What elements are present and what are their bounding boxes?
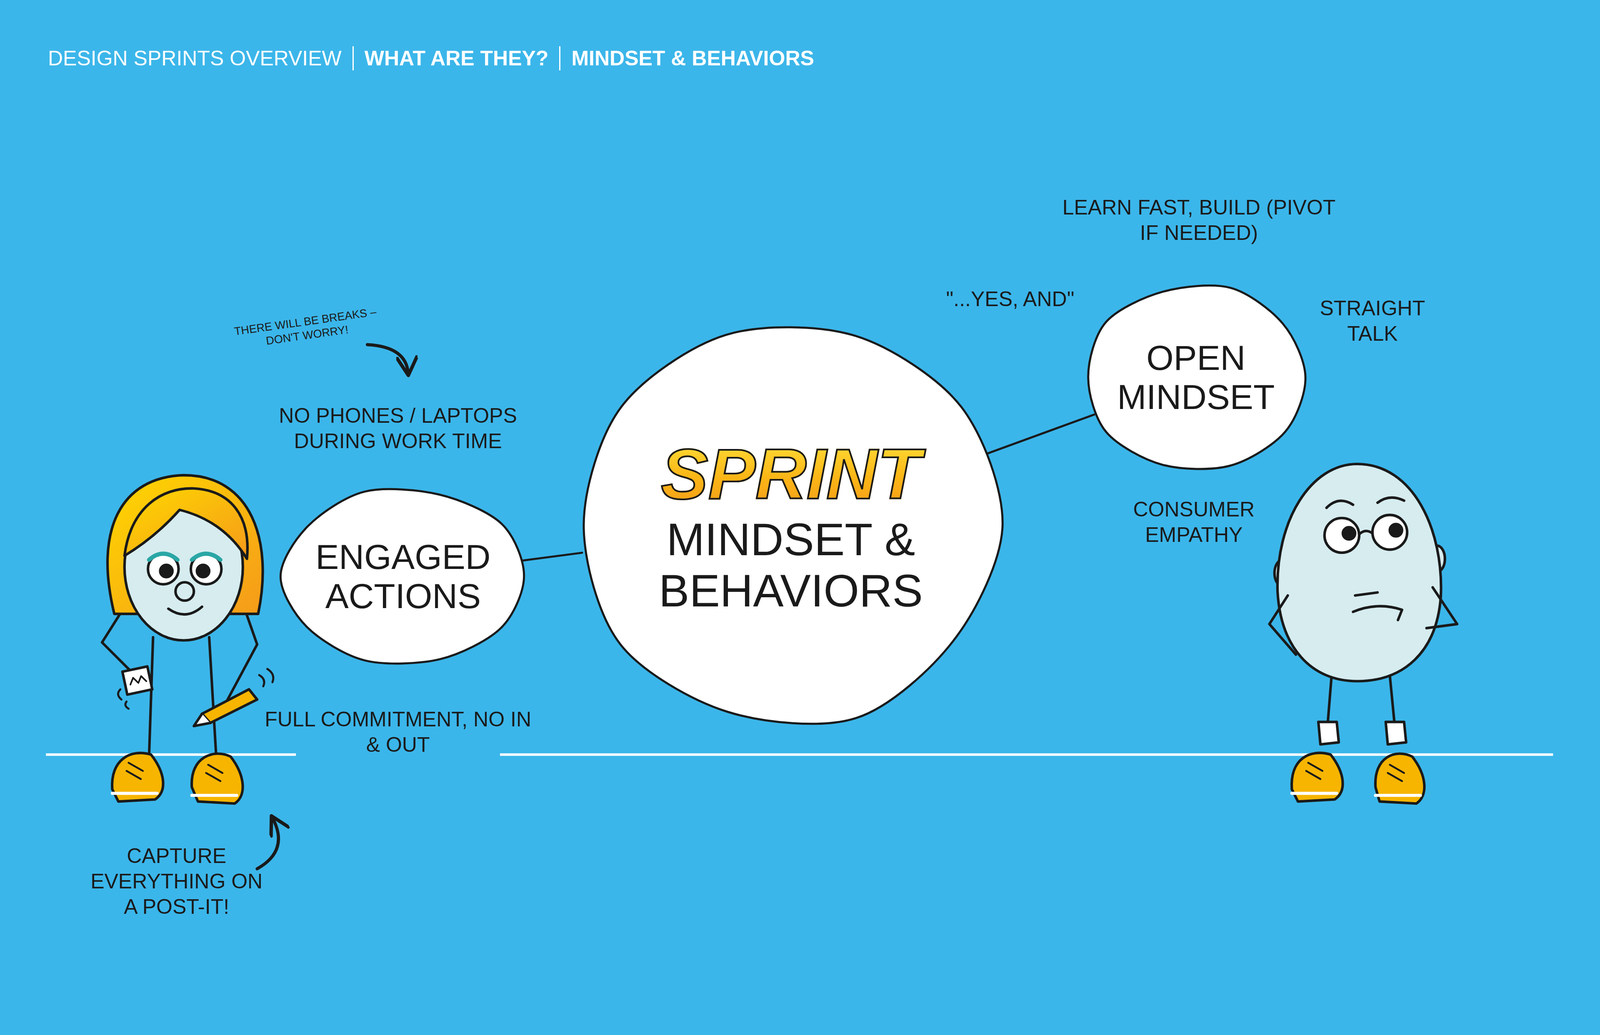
breadcrumb-item: WHAT ARE THEY?: [364, 46, 549, 71]
note-label: "...YES, AND": [946, 286, 1075, 312]
bubble-heading: ENGAGED ACTIONS: [315, 537, 491, 616]
callout-arrow: [257, 818, 279, 870]
connector-line: [987, 414, 1095, 454]
note-label: CONSUMER EMPATHY: [1097, 497, 1290, 548]
separator: [559, 46, 561, 71]
note-label: FULL COMMITMENT, NO IN & OUT: [264, 707, 532, 758]
breadcrumb-item: MINDSET & BEHAVIORS: [571, 46, 814, 71]
callout-arrow: [367, 345, 409, 374]
note-label: STRAIGHT TALK: [1297, 295, 1448, 347]
bubble-text-group: OPEN MINDSET: [1117, 338, 1275, 417]
note-label: THERE WILL BE BREAKS – DON'T WORRY!: [221, 303, 391, 354]
breadcrumb-title: DESIGN SPRINTS OVERVIEW: [47, 46, 342, 71]
note-label: CAPTURE EVERYTHING ON A POST-IT!: [82, 843, 271, 920]
bubble-shape: [280, 489, 525, 665]
bubble-shape: [583, 327, 1003, 725]
mindset-bubble: ENGAGED ACTIONS: [276, 484, 530, 669]
bubble-text-group: SPRINTMINDSET & BEHAVIORS: [632, 434, 950, 617]
separator: [352, 46, 354, 71]
bubble-text: MINDSET & BEHAVIORS: [632, 513, 950, 617]
note-label: LEARN FAST, BUILD (PIVOT IF NEEDED): [1057, 195, 1341, 246]
woman-figure: [102, 475, 274, 804]
bubble-text-group: ENGAGED ACTIONS: [315, 537, 491, 616]
man-figure: [1269, 464, 1458, 804]
mindset-bubble: SPRINTMINDSET & BEHAVIORS: [572, 316, 1010, 735]
mindset-bubble: OPEN MINDSET: [1081, 280, 1311, 475]
bubble-heading: SPRINT: [650, 434, 931, 514]
note-label: NO PHONES / LAPTOPS DURING WORK TIME: [239, 403, 557, 455]
connector-line: [522, 552, 583, 561]
bubble-shape: [1087, 285, 1305, 470]
bubble-heading: OPEN MINDSET: [1117, 338, 1275, 417]
breadcrumb: DESIGN SPRINTS OVERVIEW WHAT ARE THEY? MIN…: [47, 46, 815, 71]
